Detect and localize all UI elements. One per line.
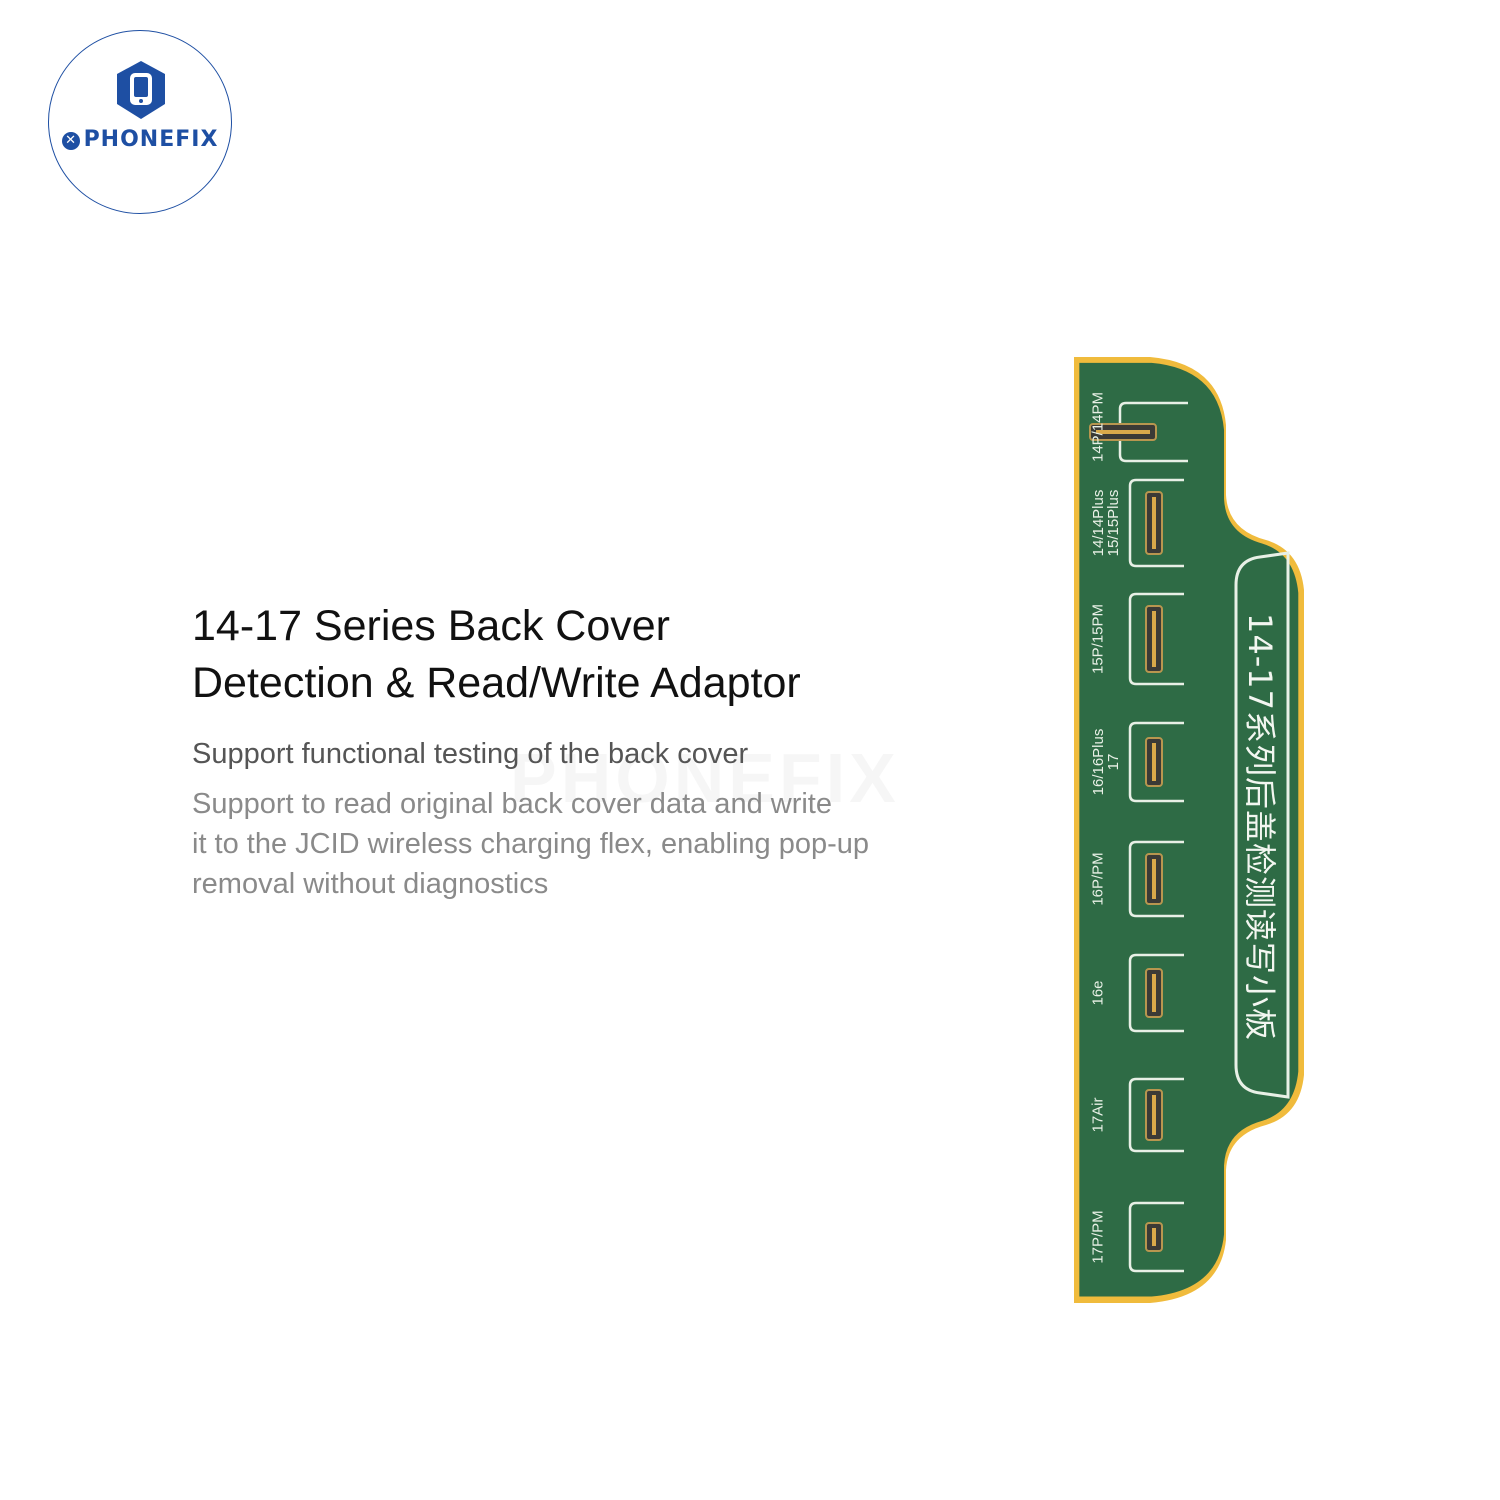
- connector-pins: [1096, 430, 1150, 434]
- product-description: Support to read original back cover data…: [192, 784, 992, 904]
- title-line-2: Detection & Read/Write Adaptor: [192, 659, 801, 707]
- board-title-frame: [1234, 551, 1290, 1099]
- connector-sockets: [1089, 401, 1188, 1273]
- port-label-text: 16e: [1089, 980, 1107, 1006]
- brand-name: ✕PHONEFIX: [49, 127, 231, 152]
- port-label-text: 14P/14PM: [1089, 391, 1107, 463]
- description-line-3: removal without diagnostics: [192, 868, 549, 900]
- connector-pins: [1152, 1228, 1156, 1246]
- port-label-text: 17P/PM: [1089, 1210, 1107, 1264]
- connector-pins: [1152, 1095, 1156, 1135]
- brand-logo: ✕PHONEFIX: [48, 30, 232, 214]
- description-line-2: it to the JCID wireless charging flex, e…: [192, 828, 870, 860]
- port-label-text: 16P/PM: [1089, 852, 1107, 906]
- title-line-1: 14-17 Series Back Cover: [192, 602, 670, 650]
- connector-pins: [1152, 611, 1156, 667]
- connector-pins: [1152, 497, 1156, 549]
- socket-frame: [1128, 1201, 1184, 1273]
- port-label-text: 15P/15PM: [1089, 603, 1107, 675]
- product-subtitle: Support functional testing of the back c…: [192, 738, 749, 770]
- phone-wrench-icon: [117, 61, 165, 119]
- socket-frame: [1128, 953, 1184, 1033]
- socket-frame: [1128, 592, 1184, 686]
- board-graphic: [1074, 357, 1304, 1303]
- connector-pins: [1152, 743, 1156, 781]
- socket-frame: [1128, 840, 1184, 918]
- close-circle-icon: ✕: [61, 132, 80, 150]
- description-line-1: Support to read original back cover data…: [192, 788, 832, 820]
- socket-frame: [1128, 721, 1184, 803]
- port-label-text: 17Air: [1089, 1097, 1107, 1133]
- connector-pins: [1152, 974, 1156, 1012]
- socket-frame: [1128, 1077, 1184, 1153]
- product-title: 14-17 Series Back Cover Detection & Read…: [192, 598, 801, 712]
- connector-pins: [1152, 859, 1156, 899]
- socket-frame: [1128, 478, 1184, 568]
